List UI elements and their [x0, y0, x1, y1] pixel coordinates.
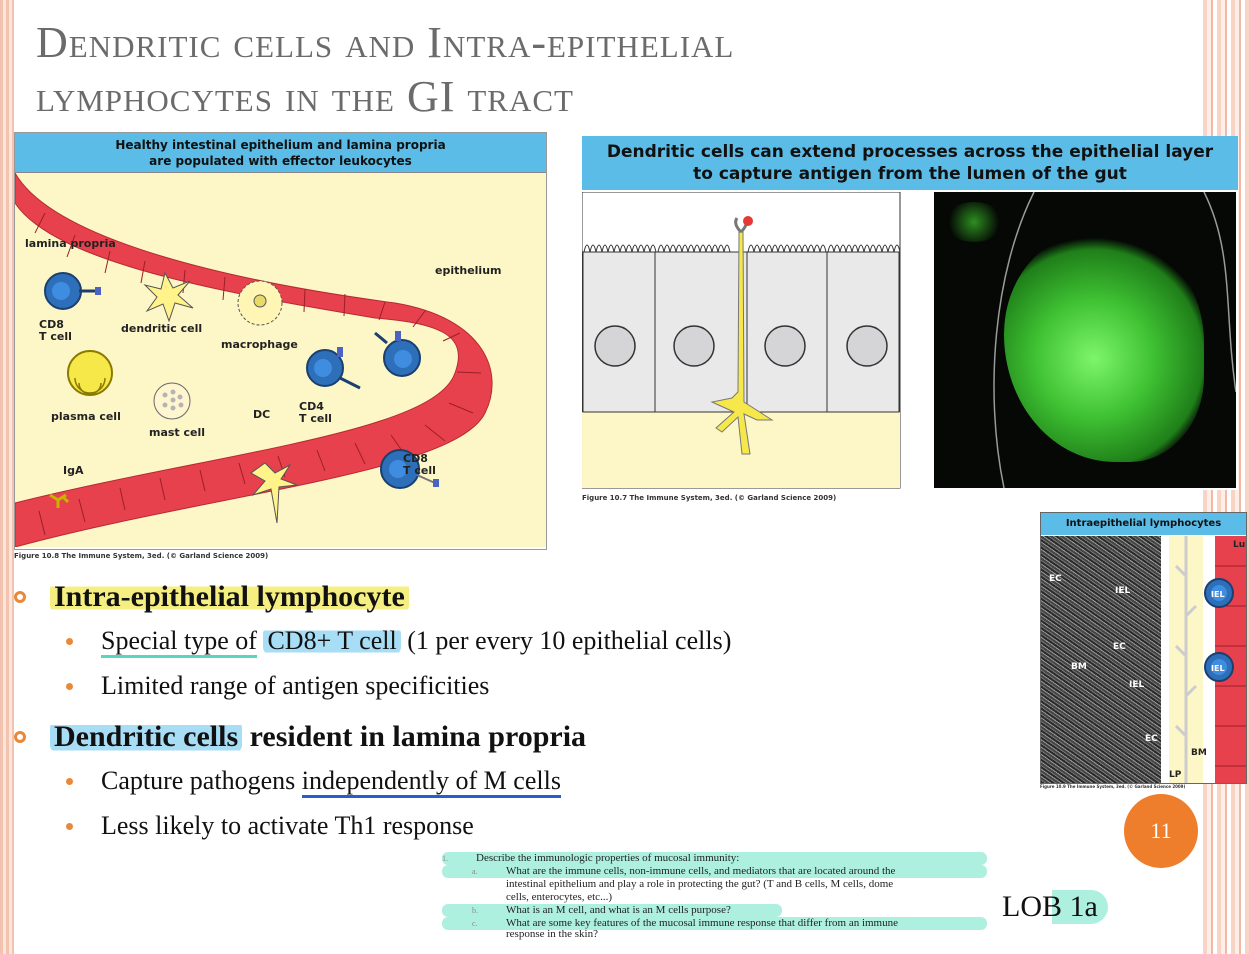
note-text: response in the skin? — [506, 928, 598, 940]
label-plasma-cell: plasma cell — [51, 410, 121, 423]
iel-label-cell1: IEL — [1211, 590, 1225, 599]
note-text: What are some key features of the mucosa… — [506, 917, 898, 929]
figure-intraepithelial-lymphocytes: Intraepithelial lymphocytes Lu EC IEL BM… — [1040, 512, 1247, 784]
label-cd8-t-cell-2b: T cell — [403, 464, 436, 477]
sub-bullet-limited-range: Limited range of antigen specificities — [66, 671, 489, 701]
underlined-independently: independently of M cells — [301, 766, 561, 798]
note-line-c2: response in the skin? — [442, 928, 987, 940]
figure-dendritic-processes: Dendritic cells can extend processes acr… — [582, 136, 1238, 490]
note-number: b. — [472, 906, 478, 915]
highlight-intra-epithelial: Intra-epithelial lymphocyte — [50, 580, 409, 613]
text-capture: Capture pathogens — [101, 766, 296, 795]
note-number: c. — [472, 919, 478, 928]
iel-label-lp: LP — [1169, 770, 1182, 780]
iel-label-ec3: EC — [1145, 734, 1158, 744]
label-iga: IgA — [63, 464, 84, 477]
iel-micrograph — [1041, 536, 1161, 783]
note-text: Describe the immunologic properties of m… — [476, 852, 740, 864]
ring-bullet-icon — [14, 731, 26, 743]
epithelial-layer-diagram — [582, 192, 901, 489]
sub-bullet-limited-range-text: Limited range of antigen specificities — [101, 671, 490, 700]
page-number-badge: 11 — [1124, 794, 1198, 868]
figure-left-caption: Figure 10.8 The Immune System, 3ed. (© G… — [14, 552, 269, 560]
label-mast-cell: mast cell — [149, 426, 206, 439]
left-border-stripe — [0, 0, 14, 954]
note-line-c1: c. What are some key features of the muco… — [442, 917, 987, 930]
label-cd8-t-cell-2a: CD8 — [403, 452, 428, 465]
text-resident: resident in lamina propria — [249, 720, 587, 753]
bullet-intra-epithelial-text: Intra-epithelial lymphocyte — [50, 580, 409, 614]
figure-epithelium-leukocytes: Healthy intestinal epithelium and lamina… — [14, 132, 547, 550]
label-cd4-a: CD4 — [299, 400, 324, 413]
dot-bullet-icon — [66, 777, 73, 785]
bullet-dendritic-cells-text: Dendritic cells resident in lamina propr… — [50, 720, 586, 754]
ring-bullet-icon — [14, 591, 26, 603]
dot-bullet-icon — [66, 822, 73, 830]
iel-label-lu: Lu — [1233, 540, 1246, 550]
underlined-special-type: Special type of — [101, 626, 257, 658]
note-text: cells, enterocytes, etc...) — [506, 891, 612, 903]
sub-bullet-special-type-text: Special type of CD8+ T cell (1 per every… — [101, 626, 732, 658]
figure-right-header-line1: Dendritic cells can extend processes acr… — [606, 142, 1214, 162]
learning-objectives-notes: 1. Describe the immunologic properties of… — [442, 852, 987, 940]
dot-bullet-icon — [66, 682, 73, 690]
text-ratio: (1 per every 10 epithelial cells) — [407, 626, 732, 655]
figure-right-header: Dendritic cells can extend processes acr… — [582, 136, 1238, 190]
fluorescence-micrograph — [934, 192, 1236, 488]
bullet-dendritic-cells: Dendritic cells resident in lamina propr… — [14, 720, 586, 754]
iel-label-cell2: IEL — [1211, 664, 1225, 673]
iel-label-ec1: EC — [1049, 574, 1062, 584]
villus-diagram — [15, 173, 546, 547]
sub-bullet-capture-text: Capture pathogens independently of M cel… — [101, 766, 561, 798]
figure-left-header-line2: are populated with effector leukocytes — [149, 154, 412, 168]
figure-left-header-line1: Healthy intestinal epithelium and lamina… — [115, 138, 446, 152]
lob-label: LOB 1a — [992, 890, 1108, 924]
figure-right-caption: Figure 10.7 The Immune System, 3ed. (© G… — [582, 494, 837, 502]
note-line-a1: a. What are the immune cells, non-immune … — [442, 865, 987, 878]
sub-bullet-th1: Less likely to activate Th1 response — [66, 811, 474, 841]
figure-iel-caption: Figure 10.9 The Immune System, 3ed. (© G… — [1040, 784, 1186, 789]
sub-bullet-th1-text: Less likely to activate Th1 response — [101, 811, 474, 840]
iel-label-iel1: IEL — [1115, 586, 1131, 596]
label-dendritic-cell: dendritic cell — [121, 322, 203, 335]
sub-bullet-special-type: Special type of CD8+ T cell (1 per every… — [66, 626, 732, 658]
sub-bullet-capture: Capture pathogens independently of M cel… — [66, 766, 561, 798]
figure-right-header-line2: to capture antigen from the lumen of the… — [693, 164, 1127, 184]
note-number: 1. — [442, 854, 448, 863]
label-cd8-t-cell-1b: T cell — [39, 330, 72, 343]
note-number: a. — [472, 867, 478, 876]
slide-title: Dendritic cells and Intra-epithelial lym… — [36, 16, 1036, 124]
note-text: What is an M cell, and what is an M cell… — [506, 904, 731, 916]
iel-diagram — [1161, 536, 1246, 783]
iel-label-bm2: BM — [1191, 748, 1207, 758]
iel-label-iel2: IEL — [1129, 680, 1145, 690]
label-cd4-b: T cell — [299, 412, 332, 425]
label-macrophage: macrophage — [221, 338, 298, 351]
label-lamina-propria: lamina propria — [25, 237, 116, 250]
note-line-a2: intestinal epithelium and play a role in… — [442, 878, 987, 891]
slide-title-line2: lymphocytes in the GI tract — [36, 72, 574, 121]
iel-label-bm1: BM — [1071, 662, 1087, 672]
figure-iel-header: Intraepithelial lymphocytes — [1041, 513, 1246, 535]
note-line-a3: cells, enterocytes, etc...) — [442, 891, 987, 904]
note-line-b: b. What is an M cell, and what is an M ce… — [442, 904, 782, 917]
highlight-dendritic-cells: Dendritic cells — [50, 720, 243, 753]
figure-left-header: Healthy intestinal epithelium and lamina… — [15, 133, 546, 173]
dot-bullet-icon — [66, 637, 73, 645]
note-text: What are the immune cells, non-immune ce… — [506, 865, 896, 877]
iel-label-ec2: EC — [1113, 642, 1126, 652]
note-text: intestinal epithelium and play a role in… — [506, 878, 894, 890]
label-epithelium: epithelium — [435, 264, 502, 277]
label-dc: DC — [253, 408, 271, 421]
label-cd8-t-cell-1a: CD8 — [39, 318, 64, 331]
bullet-intra-epithelial: Intra-epithelial lymphocyte — [14, 580, 409, 614]
highlight-cd8-t-cell: CD8+ T cell — [263, 626, 401, 655]
note-line-1: 1. Describe the immunologic properties of… — [442, 852, 987, 865]
slide-title-line1: Dendritic cells and Intra-epithelial — [36, 18, 735, 67]
